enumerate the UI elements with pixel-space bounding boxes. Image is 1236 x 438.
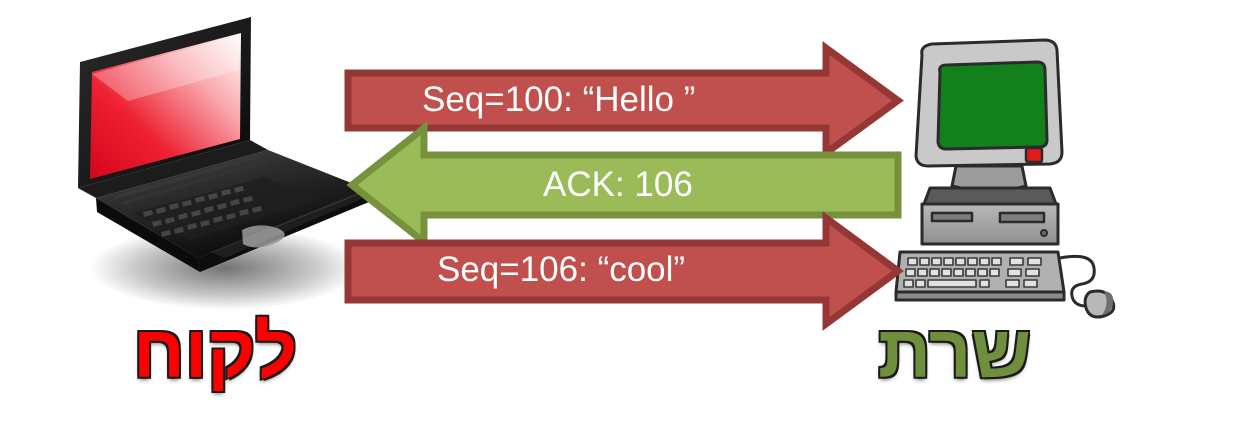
laptop-icon [78,17,369,310]
desktop-computer-icon [894,38,1116,319]
endpoint-label-client: לקוח [133,310,298,393]
arrow-msg-seq-106 [344,211,904,331]
endpoint-label-server: שרת [878,310,1032,393]
arrow-msg-ack-106 [346,120,902,250]
arrow-msg-seq-100 [344,41,904,160]
